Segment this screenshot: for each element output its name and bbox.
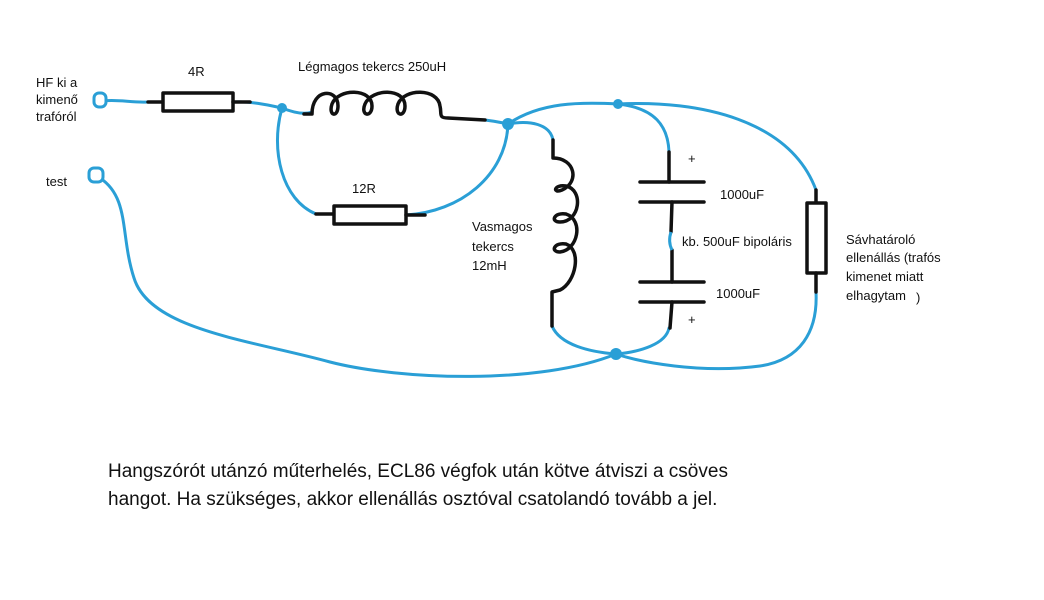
junction-dot	[613, 99, 623, 109]
resistor-4r	[161, 91, 235, 113]
wire-top-rail-to-resistor	[616, 102, 818, 192]
resistor-12r	[332, 204, 408, 226]
caption-line2: hangot. Ha szükséges, akkor ellenállás o…	[108, 489, 718, 510]
band-resistor-label-line4: elhagytam	[846, 288, 906, 303]
test-terminal	[87, 166, 105, 184]
resistor-4r-label: 4R	[188, 64, 205, 79]
diagram-caption: Hangszórót utánzó műterhelés, ECL86 végf…	[108, 458, 728, 514]
air-coil-label: Légmagos tekercs 250uH	[298, 59, 447, 74]
resistor-12r-label: 12R	[352, 181, 376, 196]
cap-bottom-lead	[668, 300, 674, 330]
wire-12r-parallel-right	[404, 122, 510, 217]
iron-coil-label-line1: Vasmagos	[472, 219, 533, 234]
wire-node2-to-top-rail	[506, 101, 620, 126]
wire-cap-to-bottom	[614, 326, 671, 356]
band-resistor-label-line3: kimenet miatt	[846, 269, 924, 284]
input-label-line2: kimenő	[36, 92, 78, 107]
wire-top-rail-to-cap	[616, 102, 671, 154]
wire-iron-coil-to-bottom	[550, 324, 618, 356]
iron-coil-label-line2: tekercs	[472, 239, 514, 254]
input-label-line3: trafóról	[36, 109, 77, 124]
wire-12r-parallel-left	[275, 106, 318, 216]
wire-node2-to-iron-coil	[506, 121, 555, 142]
wire-resistor-to-bottom	[614, 290, 818, 371]
cap-top-plus: +	[688, 151, 696, 166]
input-label-line1: HF ki a	[36, 75, 78, 90]
bipolar-label: kb. 500uF bipoláris	[682, 234, 792, 249]
input-terminal	[92, 91, 108, 109]
wire-input-to-4r	[101, 98, 150, 104]
bipolar-mid-wire	[668, 231, 674, 251]
band-resistor-label-line2: ellenállás (trafós	[846, 250, 941, 265]
junction-dot	[502, 118, 514, 130]
cap-mid-lead-upper	[669, 200, 674, 234]
cap-bottom-label: 1000uF	[716, 286, 761, 301]
test-label: test	[46, 174, 67, 189]
junction-dot	[610, 348, 622, 360]
wire-test-return	[98, 176, 618, 378]
junction-dot	[277, 103, 287, 113]
resistor-band-limit	[805, 201, 828, 275]
band-resistor-label-line1: Sávhatároló	[846, 232, 916, 247]
cap-top-label: 1000uF	[720, 187, 765, 202]
caption-line1: Hangszórót utánzó műterhelés, ECL86 végf…	[108, 461, 728, 482]
band-resistor-label-paren: )	[916, 290, 921, 305]
iron-coil-label-line3: 12mH	[472, 258, 507, 273]
iron-coil-inductor	[550, 138, 580, 328]
cap-bottom-plus: +	[688, 312, 696, 327]
air-coil-inductor	[302, 90, 487, 122]
